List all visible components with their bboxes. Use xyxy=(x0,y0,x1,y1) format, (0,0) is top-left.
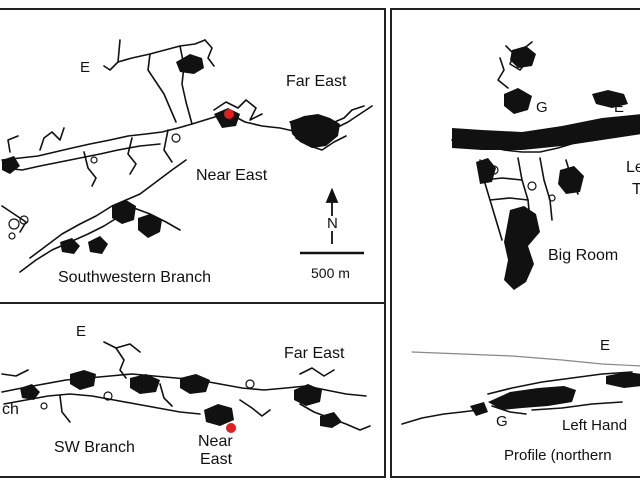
profile-caption: Profile (northern xyxy=(504,447,612,464)
label-clipped-le: Le xyxy=(626,159,640,176)
detail-panel: G E Le T Big Room E G Left Hand Profile … xyxy=(390,8,640,478)
label-near-east: Near East xyxy=(196,167,268,184)
north-arrow-label: N xyxy=(326,215,339,232)
profile-label-e: E xyxy=(600,337,611,354)
cave-passage-map-plan xyxy=(1,39,373,273)
profile-label-g: G xyxy=(496,413,508,430)
label-southwestern-branch: Southwestern Branch xyxy=(58,269,211,286)
plan-view-panel: E Far East Near East Southwestern Branch… xyxy=(0,8,386,304)
plan-view-panel-lower: E Far East ch SW Branch Near East xyxy=(0,302,386,478)
label-g: G xyxy=(536,99,548,116)
label-far-east: Far East xyxy=(286,73,347,90)
label-sw-branch: SW Branch xyxy=(54,439,135,456)
entrance-marker xyxy=(226,423,236,433)
cave-passage-map-lower xyxy=(1,341,371,433)
label-clipped-t: T xyxy=(632,182,640,198)
label-e: E xyxy=(614,99,625,116)
cave-passage-map-detail xyxy=(401,41,640,425)
label-near-east-line1: Near xyxy=(198,433,233,450)
profile-label-left-hand: Left Hand xyxy=(562,417,628,434)
label-big-room: Big Room xyxy=(548,247,619,264)
label-far-east: Far East xyxy=(284,345,345,362)
label-clipped-left: ch xyxy=(2,401,19,418)
scale-bar-label: 500 m xyxy=(311,265,350,281)
label-e: E xyxy=(76,323,87,340)
entrance-marker xyxy=(224,109,234,119)
label-near-east-line2: East xyxy=(200,451,233,468)
label-e: E xyxy=(80,59,91,76)
